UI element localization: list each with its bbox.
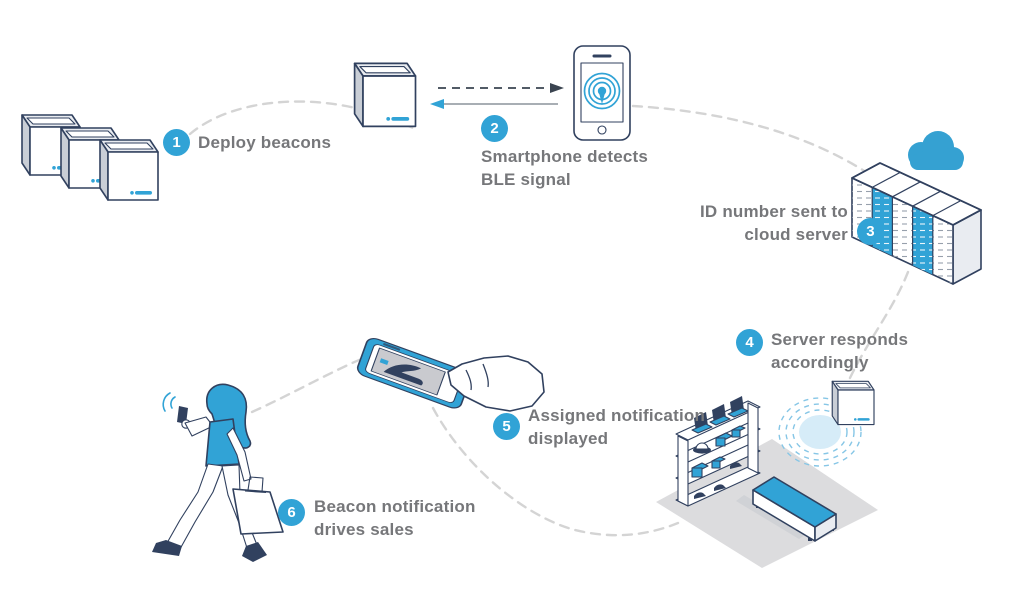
beacon-phone-exchange xyxy=(353,45,631,141)
front-leg xyxy=(166,463,224,550)
ble-advertise-arrow xyxy=(438,83,564,93)
tapping-hand xyxy=(447,355,545,412)
step-1: 1 Deploy beacons xyxy=(163,129,331,156)
cloud-server xyxy=(851,131,982,285)
step-1-badge: 1 xyxy=(163,129,190,156)
store-bench xyxy=(736,476,837,542)
notification-phone xyxy=(356,337,545,412)
step-2: 2 Smartphone detects BLE signal xyxy=(481,115,648,191)
step-5-badge: 5 xyxy=(493,413,520,440)
shelf-hat xyxy=(693,442,711,454)
step-3-badge: 3 xyxy=(856,218,884,245)
cloud-icon xyxy=(908,131,964,170)
front-shoe xyxy=(152,540,182,556)
shopping-bag xyxy=(232,476,284,535)
shopper xyxy=(152,383,284,562)
signal-waves-icon xyxy=(162,392,176,412)
responding-beacon xyxy=(831,380,875,426)
server-rack xyxy=(851,162,982,285)
step-6-badge: 6 xyxy=(278,499,305,526)
beacon-ripples xyxy=(778,397,862,467)
step-4: 4 Server responds accordingly xyxy=(736,328,908,374)
step-4-badge: 4 xyxy=(736,329,763,356)
step-3-label: ID number sent to cloud server xyxy=(700,202,848,244)
step-5-label: Assigned notification displayed xyxy=(528,406,706,448)
step-2-badge: 2 xyxy=(481,115,508,142)
step-3: ID number sent to cloud server 3 xyxy=(700,200,884,246)
shelf-shoes xyxy=(694,462,742,499)
step-4-label: Server responds accordingly xyxy=(771,330,909,372)
broadcast-icon xyxy=(583,72,621,110)
step-2-label: Smartphone detects BLE signal xyxy=(481,147,649,189)
home-button xyxy=(597,125,607,135)
back-shoe xyxy=(242,542,267,562)
connection-arrow xyxy=(430,99,558,109)
smartphone xyxy=(573,45,631,141)
shelf-boxes xyxy=(691,425,746,478)
shoe-notification-image xyxy=(383,364,423,386)
far-arm xyxy=(226,427,252,482)
step-1-label: Deploy beacons xyxy=(198,133,332,152)
step-5: 5 Assigned notification displayed xyxy=(493,404,705,450)
store-shelf xyxy=(675,396,761,507)
step-6: 6 Beacon notification drives sales xyxy=(278,495,476,541)
shelf-laptops xyxy=(691,396,749,434)
step-6-label: Beacon notification drives sales xyxy=(314,497,476,539)
near-arm xyxy=(184,416,214,437)
store-scene xyxy=(656,380,878,568)
deployed-beacons xyxy=(21,114,159,201)
